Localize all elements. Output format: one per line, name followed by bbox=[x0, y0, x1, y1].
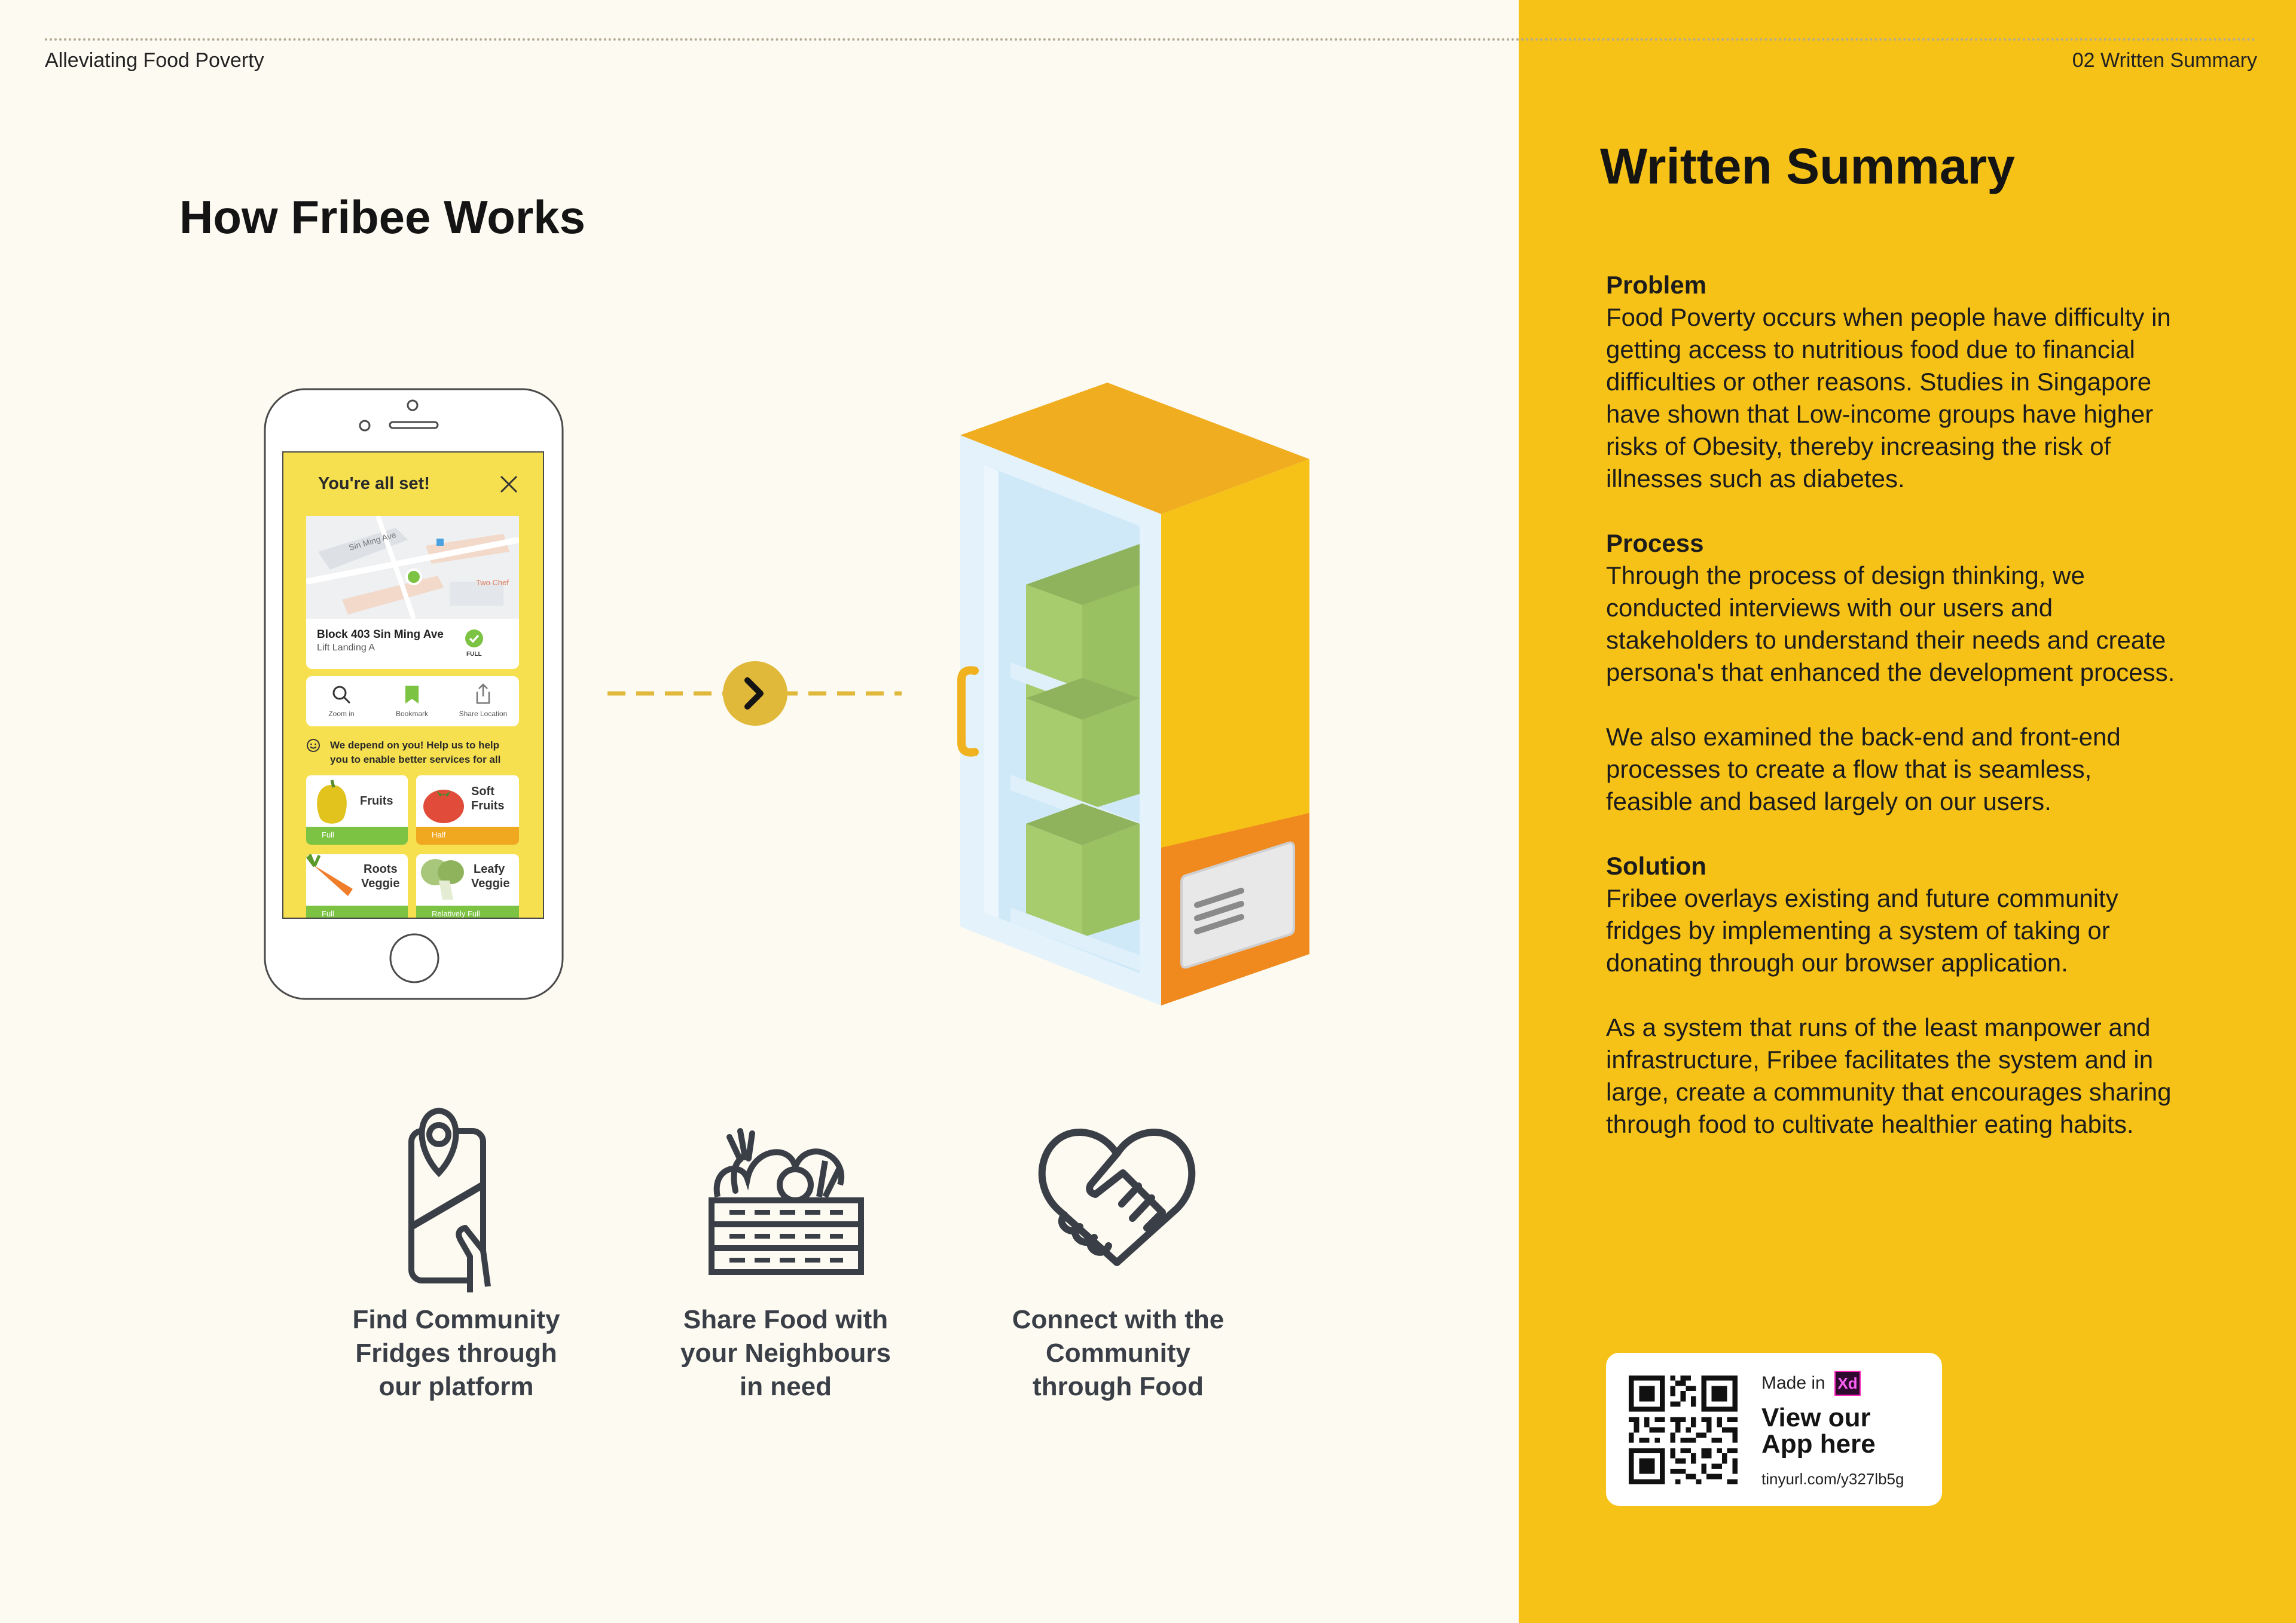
bell-pepper-icon bbox=[317, 780, 347, 824]
check-icon bbox=[465, 629, 483, 647]
bok-choy-icon bbox=[421, 859, 464, 900]
qr-code-icon[interactable] bbox=[1629, 1376, 1738, 1484]
page-title: How Fribee Works bbox=[179, 191, 586, 243]
map-place-label: Two Chef bbox=[476, 578, 509, 587]
status-bar: Full bbox=[306, 906, 408, 918]
section-heading: Problem bbox=[1606, 271, 1707, 299]
header-section-label: 02 Written Summary bbox=[2072, 49, 2257, 72]
section-heading: Solution bbox=[1606, 852, 1706, 880]
category-tile-leafy-veggie[interactable]: Leafy Veggie Relatively Full bbox=[416, 854, 519, 918]
category-label-2: Veggie bbox=[471, 877, 510, 890]
search-icon bbox=[332, 686, 351, 704]
feature-caption-share-food: Share Food with your Neighbours in need bbox=[680, 1305, 891, 1401]
category-label-2: Fruits bbox=[471, 799, 505, 812]
vegetable-crate-icon bbox=[709, 1128, 864, 1275]
section-paragraph: Fribee overlays existing and future comm… bbox=[1606, 884, 2118, 977]
close-icon[interactable] bbox=[499, 474, 519, 494]
location-card[interactable]: Sin Ming Ave Two Chef Block 403 Sin Ming… bbox=[306, 516, 519, 669]
bookmark-icon bbox=[405, 686, 419, 704]
header-left-title: Alleviating Food Poverty bbox=[45, 49, 264, 72]
section-solution: Solution Fribee overlays existing and fu… bbox=[1606, 850, 2180, 1141]
status-bar: Full bbox=[306, 827, 408, 845]
qr-title-line-1: View our bbox=[1761, 1403, 1871, 1432]
category-label: Fruits bbox=[360, 794, 393, 808]
category-status: Relatively Full bbox=[432, 909, 480, 918]
section-paragraph: We also examined the back-end and front-… bbox=[1606, 723, 2121, 815]
category-tile-fruits[interactable]: Fruits Full bbox=[306, 775, 408, 845]
share-location-label: Share Location bbox=[459, 710, 508, 718]
phone-screen: You're all set! Sin Ming Ave Two Chef Bl… bbox=[283, 453, 543, 918]
summary-title: Written Summary bbox=[1600, 138, 2015, 194]
feature-caption-connect: Connect with the Community through Food bbox=[1012, 1305, 1225, 1401]
section-paragraph: Through the process of design thinking, … bbox=[1606, 561, 2175, 686]
section-paragraph: Food Poverty occurs when people have dif… bbox=[1606, 303, 2171, 493]
flow-connector bbox=[607, 661, 902, 726]
map-pin-phone-icon bbox=[408, 1107, 491, 1292]
qr-url-link[interactable]: tinyurl.com/y327lb5g bbox=[1761, 1470, 1904, 1488]
section-paragraph: As a system that runs of the least manpo… bbox=[1606, 1013, 2172, 1138]
category-label: Roots bbox=[364, 863, 398, 876]
community-fridge-illustration bbox=[957, 383, 1309, 1005]
location-address: Block 403 Sin Ming Ave bbox=[317, 628, 444, 641]
help-text: We depend on you! Help us to help you to… bbox=[330, 738, 500, 767]
category-status: Half bbox=[432, 830, 446, 839]
category-label-2: Veggie bbox=[361, 877, 400, 890]
zoom-in-label: Zoom in bbox=[328, 710, 355, 718]
phone-heading: You're all set! bbox=[318, 474, 430, 493]
section-heading: Process bbox=[1606, 529, 1704, 557]
share-icon bbox=[476, 683, 490, 704]
help-text-line-2: you to enable better services for all bbox=[330, 754, 501, 765]
smile-icon bbox=[307, 739, 320, 752]
bookmark-button[interactable]: Bookmark bbox=[377, 676, 447, 726]
heart-handshake-icon bbox=[1038, 1128, 1196, 1266]
carrot-icon bbox=[306, 854, 353, 896]
status-bar: Relatively Full bbox=[416, 906, 519, 918]
made-in-label: Made in bbox=[1761, 1373, 1825, 1393]
bookmark-label: Bookmark bbox=[395, 710, 429, 718]
summary-body: Problem Food Poverty occurs when people … bbox=[1606, 269, 2180, 1173]
share-location-button[interactable]: Share Location bbox=[447, 676, 519, 726]
right-page bbox=[1519, 0, 2296, 1623]
location-sublocation: Lift Landing A bbox=[317, 643, 375, 653]
qr-card[interactable]: Made in Xd View our App here tinyurl.com… bbox=[1606, 1353, 1942, 1506]
tomato-icon bbox=[423, 790, 464, 823]
category-label: Soft bbox=[471, 785, 494, 798]
zoom-in-button[interactable]: Zoom in bbox=[306, 676, 377, 726]
section-problem: Problem Food Poverty occurs when people … bbox=[1606, 269, 2180, 495]
feature-caption-find-fridges: Find Community Fridges through our platf… bbox=[352, 1305, 560, 1401]
header-divider bbox=[45, 38, 2257, 41]
category-tile-soft-fruits[interactable]: Soft Fruits Half bbox=[416, 775, 519, 845]
map-thumbnail bbox=[306, 516, 519, 619]
category-status: Full bbox=[322, 909, 334, 918]
category-status: Full bbox=[322, 830, 334, 839]
next-arrow-icon bbox=[723, 661, 787, 726]
section-process: Process Through the process of design th… bbox=[1606, 527, 2180, 818]
location-status: FULL bbox=[466, 651, 482, 658]
qr-title-line-2: App here bbox=[1761, 1429, 1876, 1459]
category-tile-roots-veggie[interactable]: Roots Veggie Full bbox=[306, 854, 408, 918]
category-label: Leafy bbox=[474, 863, 505, 876]
status-bar: Half bbox=[416, 827, 519, 845]
adobe-xd-logo-icon: Xd bbox=[1834, 1371, 1861, 1396]
action-bar: Zoom in Bookmark Share Location bbox=[306, 676, 519, 726]
help-text-line-1: We depend on you! Help us to help bbox=[330, 739, 500, 751]
